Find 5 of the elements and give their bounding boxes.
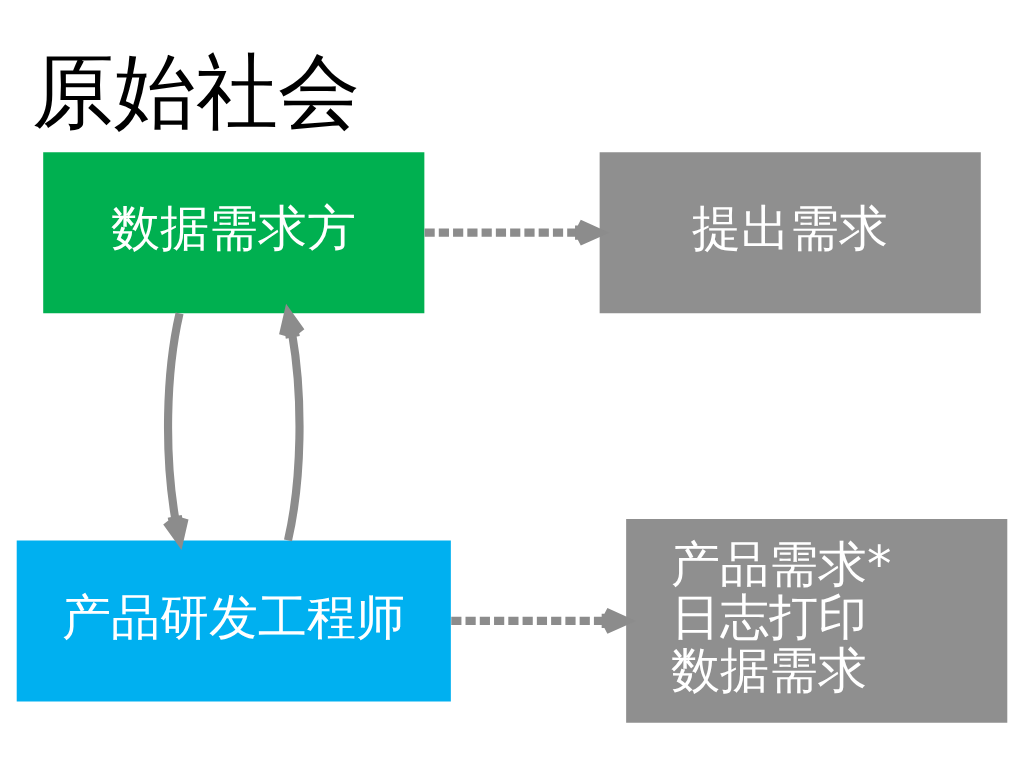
- diagram-title: 原始社会: [32, 43, 361, 139]
- node-box: 产品需求* 日志打印 数据需求: [626, 518, 1008, 723]
- node-box: 提出需求: [599, 151, 981, 313]
- node-box: 数据需求方: [43, 151, 425, 313]
- node-box: 产品研发工程师: [16, 539, 451, 701]
